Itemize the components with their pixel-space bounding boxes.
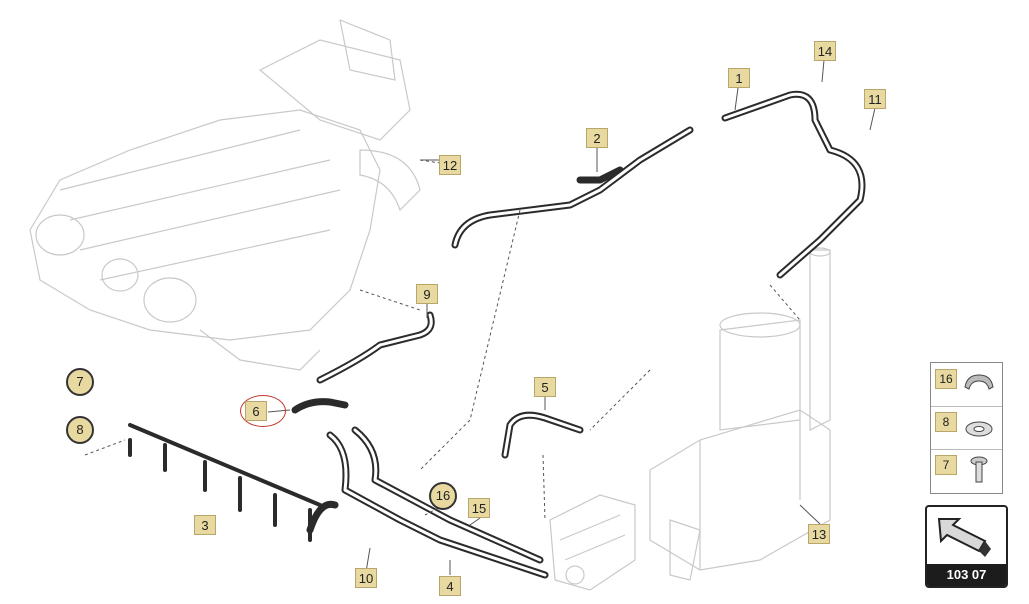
legend-label: 16: [935, 369, 957, 389]
leader-lines: [84, 159, 801, 521]
legend-label: 8: [935, 412, 957, 432]
bolt-icon: [970, 456, 988, 483]
legend-row[interactable]: 7: [931, 449, 1002, 492]
callout-10[interactable]: 10: [355, 568, 377, 588]
callout-6[interactable]: 6: [245, 401, 267, 421]
fuel-rail: [128, 423, 322, 542]
callout-11[interactable]: 11: [864, 89, 886, 109]
callout-2[interactable]: 2: [586, 128, 608, 148]
legend-row[interactable]: 8: [931, 406, 1002, 450]
callout-4[interactable]: 4: [439, 576, 461, 596]
callout-1[interactable]: 1: [728, 68, 750, 88]
hose-highlights: [318, 92, 864, 577]
callout-15[interactable]: 15: [468, 498, 490, 518]
clip-icon: [964, 374, 994, 390]
valve-assembly: [549, 494, 636, 591]
reference-label: 103 07: [927, 564, 1006, 586]
legend-row[interactable]: 16: [931, 363, 1002, 407]
callout-5[interactable]: 5: [534, 377, 556, 397]
callout-12[interactable]: 12: [439, 155, 461, 175]
callout-13[interactable]: 13: [808, 524, 830, 544]
engine-assembly: [29, 19, 421, 371]
hardware-legend: 16 8 7: [930, 362, 1003, 494]
arrow-icon: [937, 518, 991, 557]
reference-box[interactable]: 103 07: [925, 505, 1008, 588]
legend-label: 7: [935, 455, 957, 475]
callout-14[interactable]: 14: [814, 41, 836, 61]
callout-16[interactable]: 16: [429, 482, 457, 510]
callout-6-ring: [240, 395, 286, 427]
hoses: [291, 90, 866, 579]
washer-icon: [965, 421, 993, 437]
callout-7[interactable]: 7: [66, 368, 94, 396]
callout-9[interactable]: 9: [416, 284, 438, 304]
callout-3[interactable]: 3: [194, 515, 216, 535]
callout-8[interactable]: 8: [66, 416, 94, 444]
coolant-tank: [649, 247, 831, 581]
